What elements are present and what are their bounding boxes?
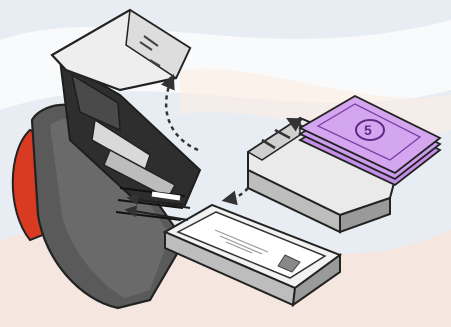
- card-insert-arrow: [126, 193, 191, 209]
- card-logo: [277, 254, 301, 273]
- tray-end: [339, 196, 391, 234]
- interior-mechanism: [70, 73, 121, 132]
- card-insert-arrow-lower: [124, 205, 189, 221]
- device-body-highlight: [50, 117, 170, 298]
- banknote-stack: 5: [298, 94, 442, 187]
- card-text-lines: [214, 229, 269, 255]
- banknote-seal: [355, 119, 385, 141]
- card-tray-end: [291, 253, 341, 308]
- tray-insert-arrow: [221, 187, 249, 206]
- card-insert-arrow-shadow: [151, 191, 181, 201]
- banknote-tray: [246, 118, 402, 234]
- lid-latch: [139, 35, 161, 67]
- card-dispenser-device: [11, 8, 202, 310]
- lid-open-arrow: [160, 73, 199, 152]
- lid-inner-panel: [125, 8, 191, 80]
- banknote-border: [316, 103, 422, 161]
- card-tray: [162, 203, 343, 308]
- banknote-denomination: 5: [364, 122, 372, 138]
